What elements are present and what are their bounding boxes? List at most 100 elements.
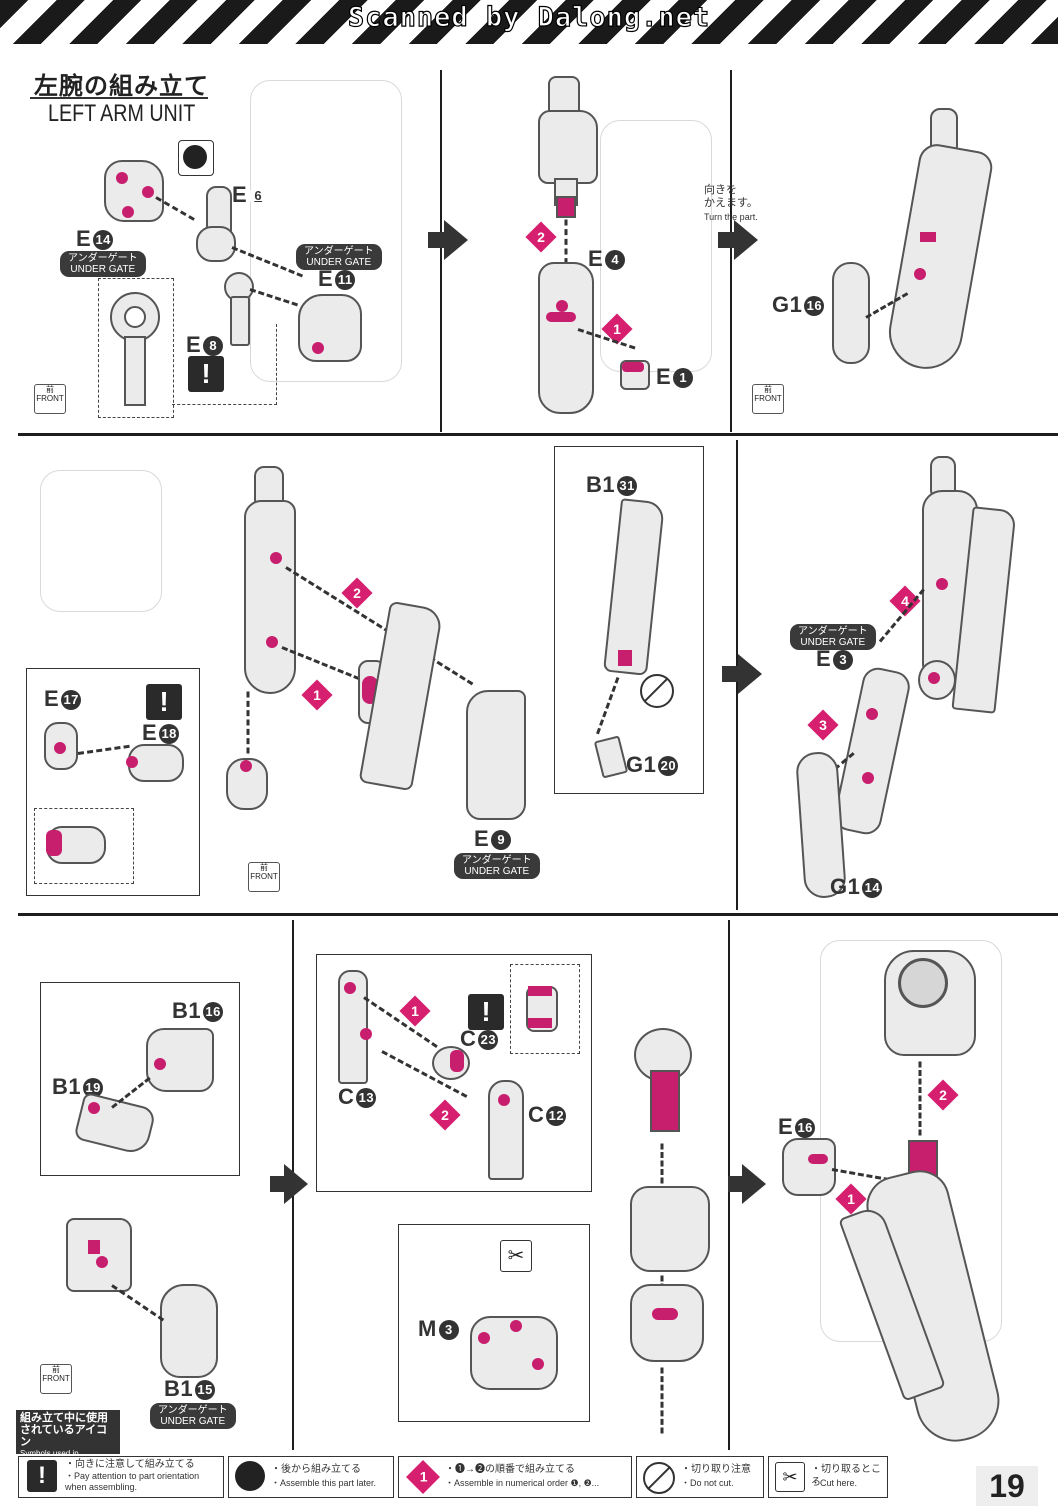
step-badge-2: 2 [927, 1079, 959, 1111]
part-shoulder-armor-lower [630, 1284, 704, 1362]
connection-point [928, 672, 940, 684]
part-forearm-assembly [244, 500, 296, 694]
legend-text-jp: ・切り取り注意 [681, 1464, 751, 1475]
connection-point [556, 300, 568, 312]
part-assembled-forearm [883, 141, 995, 375]
part-shoulder-shaft-highlight [650, 1070, 680, 1132]
next-step-arrow-tail [428, 232, 444, 248]
connection-point [126, 756, 138, 768]
legend-text-jp: ・後から組み立てる [271, 1464, 361, 1475]
legend-text-en: ・Cut here. [811, 1478, 858, 1488]
part-e8-detail-hole [124, 306, 146, 328]
hazard-stripe-header [0, 0, 1058, 44]
part-detail-highlight [528, 986, 552, 996]
assembly-arrow [111, 1284, 165, 1322]
connection-point [344, 982, 356, 994]
assembly-arrow [660, 1367, 664, 1434]
next-step-arrow [284, 1164, 308, 1204]
turn-note-jp: 向きを かえます。 [704, 184, 758, 209]
assembly-arrow [660, 1143, 664, 1184]
connection-point [862, 772, 874, 784]
part-shoulder-socket [898, 958, 948, 1008]
part-detail-highlight [528, 1018, 552, 1028]
connection-point [88, 1102, 100, 1114]
col-divider-1a [440, 70, 442, 432]
legend-text-jp: ・向きに注意して組み立てる [65, 1459, 195, 1470]
next-step-arrow-tail [722, 666, 738, 682]
callout-line [172, 324, 277, 405]
part-cap-highlight [450, 1050, 464, 1072]
row-divider-2 [18, 913, 1058, 916]
part-e8-detail-shaft [124, 336, 146, 406]
connection-point [270, 552, 282, 564]
no-cut-icon [640, 674, 674, 708]
part-e6-joint-base [196, 226, 236, 262]
legend-item-later: ・後から組み立てる ・Assemble this part later. [228, 1456, 394, 1498]
legend-text-en: ・Do not cut. [681, 1478, 734, 1488]
connection-point [266, 636, 278, 648]
col-divider-1b [730, 70, 732, 432]
orientation-warning-icon: ! [468, 994, 504, 1030]
assemble-later-icon [178, 140, 214, 176]
connection-point [142, 186, 154, 198]
detail-box-e8 [98, 278, 174, 418]
part-cap-highlight [622, 362, 644, 372]
part-joint-highlight [808, 1154, 828, 1164]
part-e16-joint [782, 1138, 836, 1196]
part-e9-cover [466, 690, 526, 820]
next-step-arrow-tail [718, 232, 734, 248]
title-english: LEFT ARM UNIT [48, 100, 196, 127]
part-e8-shaft [230, 296, 250, 346]
page-number: 19 [976, 1466, 1038, 1506]
legend-item-orientation: ! ・向きに注意して組み立てる ・Pay attention to part o… [18, 1456, 224, 1498]
part-upper-arm-block [538, 110, 598, 184]
legend-heading-box: 組み立て中に使用 されているアイコン Symbols used in instr… [16, 1410, 120, 1469]
connection-point [154, 1058, 166, 1070]
legend-item-order: 1 ・❶→❷の順番で組み立てる ・Assemble in numerical o… [398, 1456, 632, 1498]
exclamation-icon: ! [27, 1460, 57, 1492]
part-e11-cover [298, 294, 362, 362]
legend-text-en: ・Pay attention to part orientation when … [65, 1471, 200, 1492]
connection-point [96, 1256, 108, 1268]
next-step-arrow [738, 654, 762, 694]
next-step-arrow-tail [270, 1176, 284, 1192]
row-divider-1 [18, 433, 1058, 436]
assembly-arrow [918, 1061, 922, 1136]
title-underline [30, 97, 208, 99]
step-badge-2: 2 [429, 1099, 461, 1131]
legend-heading-jp: 組み立て中に使用 されているアイコン [20, 1412, 108, 1448]
orientation-warning-icon: ! [146, 684, 182, 720]
connection-point [116, 172, 128, 184]
part-b15-shoulder-cap [160, 1284, 218, 1378]
part-e14-shoulder-piece [104, 160, 164, 222]
ghost-sketch [600, 120, 712, 372]
connection-point [936, 578, 948, 590]
part-shoulder-assembly [66, 1218, 132, 1292]
part-detail-highlight [46, 830, 62, 856]
connection-point [498, 1094, 510, 1106]
scan-watermark: Scanned by Dalong.net [347, 1, 711, 33]
part-m3-frame [470, 1316, 558, 1390]
title-japanese: 左腕の組み立て [34, 73, 209, 100]
